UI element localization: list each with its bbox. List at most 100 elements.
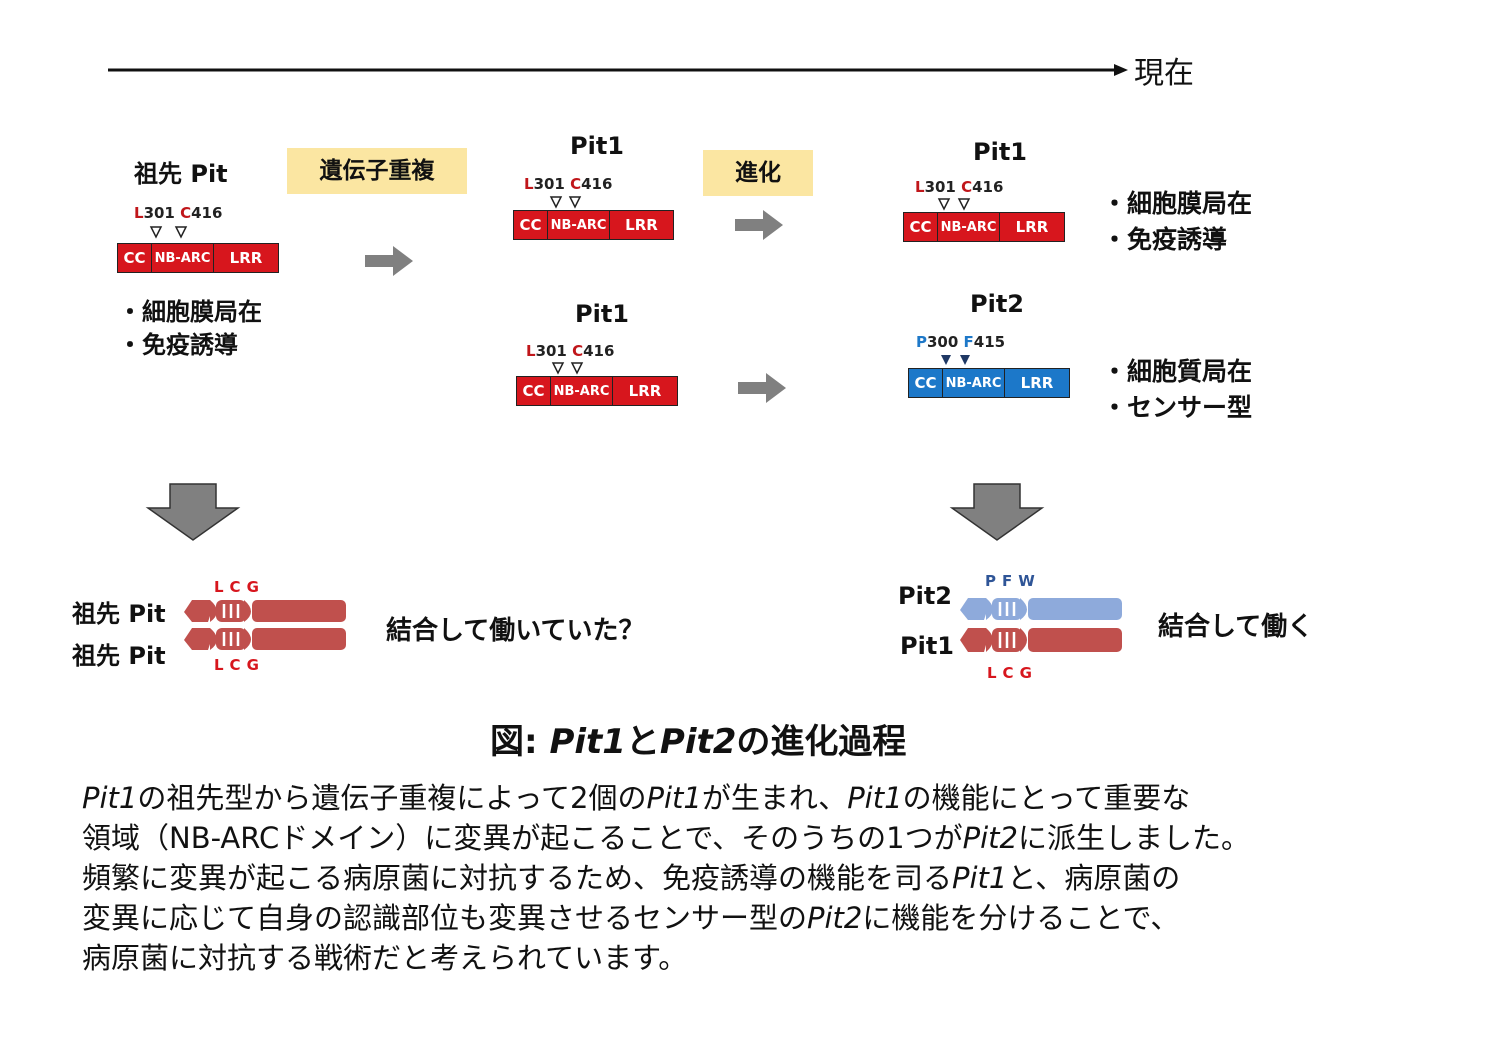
domain-lrr: LRR — [214, 244, 278, 272]
domain-cc: CC — [118, 244, 152, 272]
figure-title: 図: Pit1とPit2の進化過程 — [490, 714, 906, 763]
domain-lrr: LRR — [1000, 213, 1064, 241]
paragraph-line: Pit1の祖先型から遺伝子重複によって2個のPit1が生まれ、Pit1の機能にと… — [82, 778, 1250, 818]
present-pit2-domain-bar: CC NB-ARC LRR — [908, 368, 1070, 398]
gene-name: Pit1 — [952, 861, 1008, 895]
figure-title-conj: と — [625, 722, 660, 762]
present-pit1-domain-bar: CC NB-ARC LRR — [903, 212, 1065, 242]
dup-bottom-domain-bar: CC NB-ARC LRR — [516, 376, 678, 406]
duplication-arrow — [365, 246, 413, 276]
domain-lrr: LRR — [613, 377, 677, 405]
present-pit1-mut-a-num: 301 — [924, 178, 956, 196]
figure-title-suffix: の進化過程 — [736, 722, 907, 762]
ancestor-name: 祖先 Pit — [134, 160, 228, 188]
domain-nb-arc: NB-ARC — [548, 211, 610, 239]
down-arrow-left — [145, 483, 241, 541]
dup-top-mut-a-num: 301 — [533, 175, 565, 193]
dimer-left-bottom-label: 祖先 Pit — [72, 642, 166, 670]
ancestor-mutation-label: L301 C416 — [134, 204, 222, 222]
dup-bottom-mut-b-letter: C — [572, 342, 584, 360]
ancestor-mut-b-num: 416 — [191, 204, 223, 222]
present-pit2-mut-a-num: 300 — [927, 333, 959, 351]
dup-top-site-markers — [549, 196, 582, 209]
dup-top-domain-bar: CC NB-ARC LRR — [513, 210, 674, 240]
domain-lrr: LRR — [610, 211, 673, 239]
dimer-left-top-label: 祖先 Pit — [72, 600, 166, 628]
present-pit2-site-markers — [941, 355, 970, 365]
present-pit2-mut-b-letter: F — [963, 333, 974, 351]
domain-nb-arc: NB-ARC — [152, 244, 214, 272]
domain-lrr: LRR — [1005, 369, 1069, 397]
gene-name: Pit1 — [646, 781, 702, 815]
ancestor-domain-bar: CC NB-ARC LRR — [117, 243, 279, 273]
timeline-label: 現在 — [1134, 56, 1194, 91]
dup-top-mut-b-num: 416 — [581, 175, 613, 193]
present-pit2-mut-a-letter: P — [916, 333, 927, 351]
text-segment: 頻繁に変異が起こる病原菌に対抗するため、免疫誘導の機能を司る — [82, 861, 953, 895]
ancestor-site-markers — [149, 226, 188, 239]
feature-item: ・免疫誘導 — [1102, 225, 1228, 254]
ancestor-mut-a-num: 301 — [143, 204, 175, 222]
description-paragraph: Pit1の祖先型から遺伝子重複によって2個のPit1が生まれ、Pit1の機能にと… — [82, 778, 1250, 978]
figure-title-gene2: Pit2 — [659, 722, 737, 762]
paragraph-line: 病原菌に対抗する戦術だと考えられています。 — [82, 938, 1250, 978]
dup-bottom-mut-a-letter: L — [526, 342, 536, 360]
dup-top-mutation-label: L301 C416 — [524, 175, 612, 193]
ancestor-mut-b-letter: C — [180, 204, 192, 222]
down-arrow-right — [949, 483, 1045, 541]
domain-cc: CC — [904, 213, 938, 241]
domain-cc: CC — [909, 369, 943, 397]
present-pit2-name: Pit2 — [970, 290, 1024, 318]
present-pit1-features: ・細胞膜局在 ・免疫誘導 — [1102, 186, 1252, 258]
timeline-arrow — [108, 64, 1128, 76]
domain-nb-arc: NB-ARC — [938, 213, 1000, 241]
feature-item: ・細胞質局在 — [1102, 357, 1253, 386]
text-segment: と、病原菌の — [1007, 861, 1181, 895]
present-pit1-name: Pit1 — [973, 138, 1027, 166]
dup-bottom-mut-b-num: 416 — [583, 342, 615, 360]
text-segment: に機能を分けることで、 — [862, 901, 1180, 935]
present-pit2-mut-b-num: 415 — [973, 333, 1006, 351]
ancestor-features: ・細胞膜局在 ・免疫誘導 — [118, 296, 262, 362]
dimer-right-bottom-label: Pit1 — [900, 632, 954, 660]
text-segment: の機能にとって重要な — [902, 781, 1191, 815]
text-segment: 病原菌に対抗する戦術だと考えられています。 — [82, 941, 688, 975]
dimer-right-shape — [960, 598, 1122, 652]
present-pit1-mut-a-letter: L — [915, 178, 925, 196]
dup-bottom-name: Pit1 — [575, 300, 629, 328]
present-pit1-site-markers — [937, 198, 971, 211]
domain-cc: CC — [514, 211, 548, 239]
dimer-right-top-label: Pit2 — [898, 582, 952, 610]
dimer-right-bottom-residues: LCG — [987, 664, 1038, 682]
gene-name: Pit1 — [847, 781, 903, 815]
feature-item: ・細胞膜局在 — [118, 298, 262, 326]
feature-item: ・細胞膜局在 — [1102, 189, 1253, 218]
domain-nb-arc: NB-ARC — [551, 377, 613, 405]
feature-item: ・センサー型 — [1102, 393, 1253, 422]
dimer-left-caption: 結合して働いていた？ — [386, 616, 645, 646]
figure-title-prefix: 図: — [490, 722, 550, 762]
figure-title-gene1: Pit1 — [549, 722, 626, 762]
paragraph-line: 頻繁に変異が起こる病原菌に対抗するため、免疫誘導の機能を司るPit1と、病原菌の — [82, 858, 1250, 898]
dimer-left-shape — [184, 600, 346, 650]
duplication-tag: 遺伝子重複 — [287, 148, 467, 194]
domain-nb-arc: NB-ARC — [943, 369, 1005, 397]
gene-name: Pit1 — [82, 781, 138, 815]
paragraph-line: 領域（NB-ARCドメイン）に変異が起こることで、そのうちの1つがPit2に派生… — [82, 818, 1250, 858]
text-segment: が生まれ、 — [701, 781, 848, 815]
present-pit1-mut-b-num: 416 — [972, 178, 1004, 196]
present-pit2-features: ・細胞質局在 ・センサー型 — [1102, 354, 1252, 426]
evolution-tag: 進化 — [703, 150, 813, 196]
evolution-arrow-bottom — [738, 373, 786, 403]
gene-name: Pit2 — [962, 821, 1019, 855]
text-segment: 変異に応じて自身の認識部位も変異させるセンサー型の — [82, 901, 808, 935]
ancestor-mut-a-letter: L — [134, 204, 144, 222]
dup-top-mut-b-letter: C — [570, 175, 582, 193]
dup-bottom-mut-a-num: 301 — [535, 342, 567, 360]
paragraph-line: 変異に応じて自身の認識部位も変異させるセンサー型のPit2に機能を分けることで、 — [82, 898, 1250, 938]
dup-bottom-mutation-label: L301 C416 — [526, 342, 614, 360]
dimer-left-bottom-residues: LCG — [214, 656, 265, 674]
domain-cc: CC — [517, 377, 551, 405]
dimer-right-caption: 結合して働く — [1158, 612, 1314, 642]
present-pit2-mutation-label: P300 F415 — [916, 333, 1005, 351]
